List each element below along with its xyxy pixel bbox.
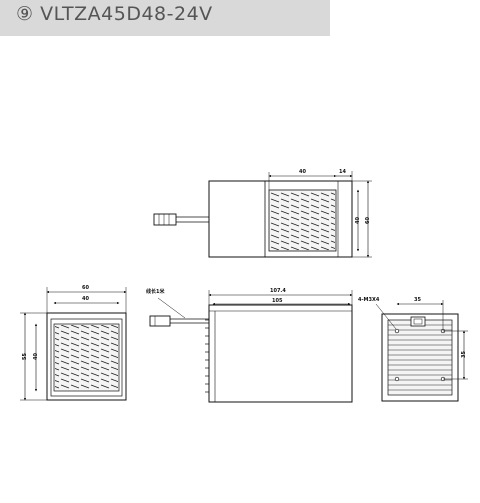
- front-view-fins: [55, 325, 118, 390]
- side-view-body: [208, 304, 353, 403]
- top-view-connector: [153, 213, 177, 226]
- dim-top-width-inner: 40: [299, 169, 306, 175]
- dim-side-length-outer: 107.4: [270, 288, 286, 294]
- dim-left-height-outer: 55: [22, 353, 28, 360]
- dim-rear-height: 35: [461, 351, 467, 358]
- dim-left-height-inner: 40: [33, 353, 39, 360]
- dim-side-length-inner: 105: [272, 298, 283, 304]
- front-view: 60 40 55 40: [20, 285, 127, 401]
- dim-top-width-right: 14: [339, 169, 346, 175]
- mount-hole-icon: [394, 376, 400, 382]
- dim-left-width-outer: 60: [82, 285, 89, 291]
- dim-top-height-outer: 60: [365, 217, 371, 224]
- mount-holes-label: 4-M3X4: [358, 297, 380, 303]
- side-view-connector: [149, 315, 171, 327]
- dim-top-height-inner: 40: [355, 217, 361, 224]
- top-view-heatsink-frame: [264, 180, 353, 258]
- rear-view: 4-M3X4 35 35: [358, 297, 468, 402]
- rear-view-connector-block: [410, 316, 426, 327]
- title-bar: ⑨ VLTZA45D48-24V: [0, 0, 330, 36]
- side-view: 线长1米 107.4 105: [146, 288, 353, 403]
- front-view-body: [46, 312, 127, 401]
- dim-rear-width: 35: [414, 297, 421, 303]
- rear-view-body: [381, 313, 459, 402]
- wire-length-label: 线长1米: [146, 288, 165, 295]
- dim-left-width-inner: 40: [82, 296, 89, 302]
- mount-hole-icon: [394, 328, 400, 334]
- model-title: ⑨ VLTZA45D48-24V: [16, 3, 213, 25]
- top-view: 40 14 40 60: [153, 169, 372, 258]
- top-view-fins: [270, 191, 335, 250]
